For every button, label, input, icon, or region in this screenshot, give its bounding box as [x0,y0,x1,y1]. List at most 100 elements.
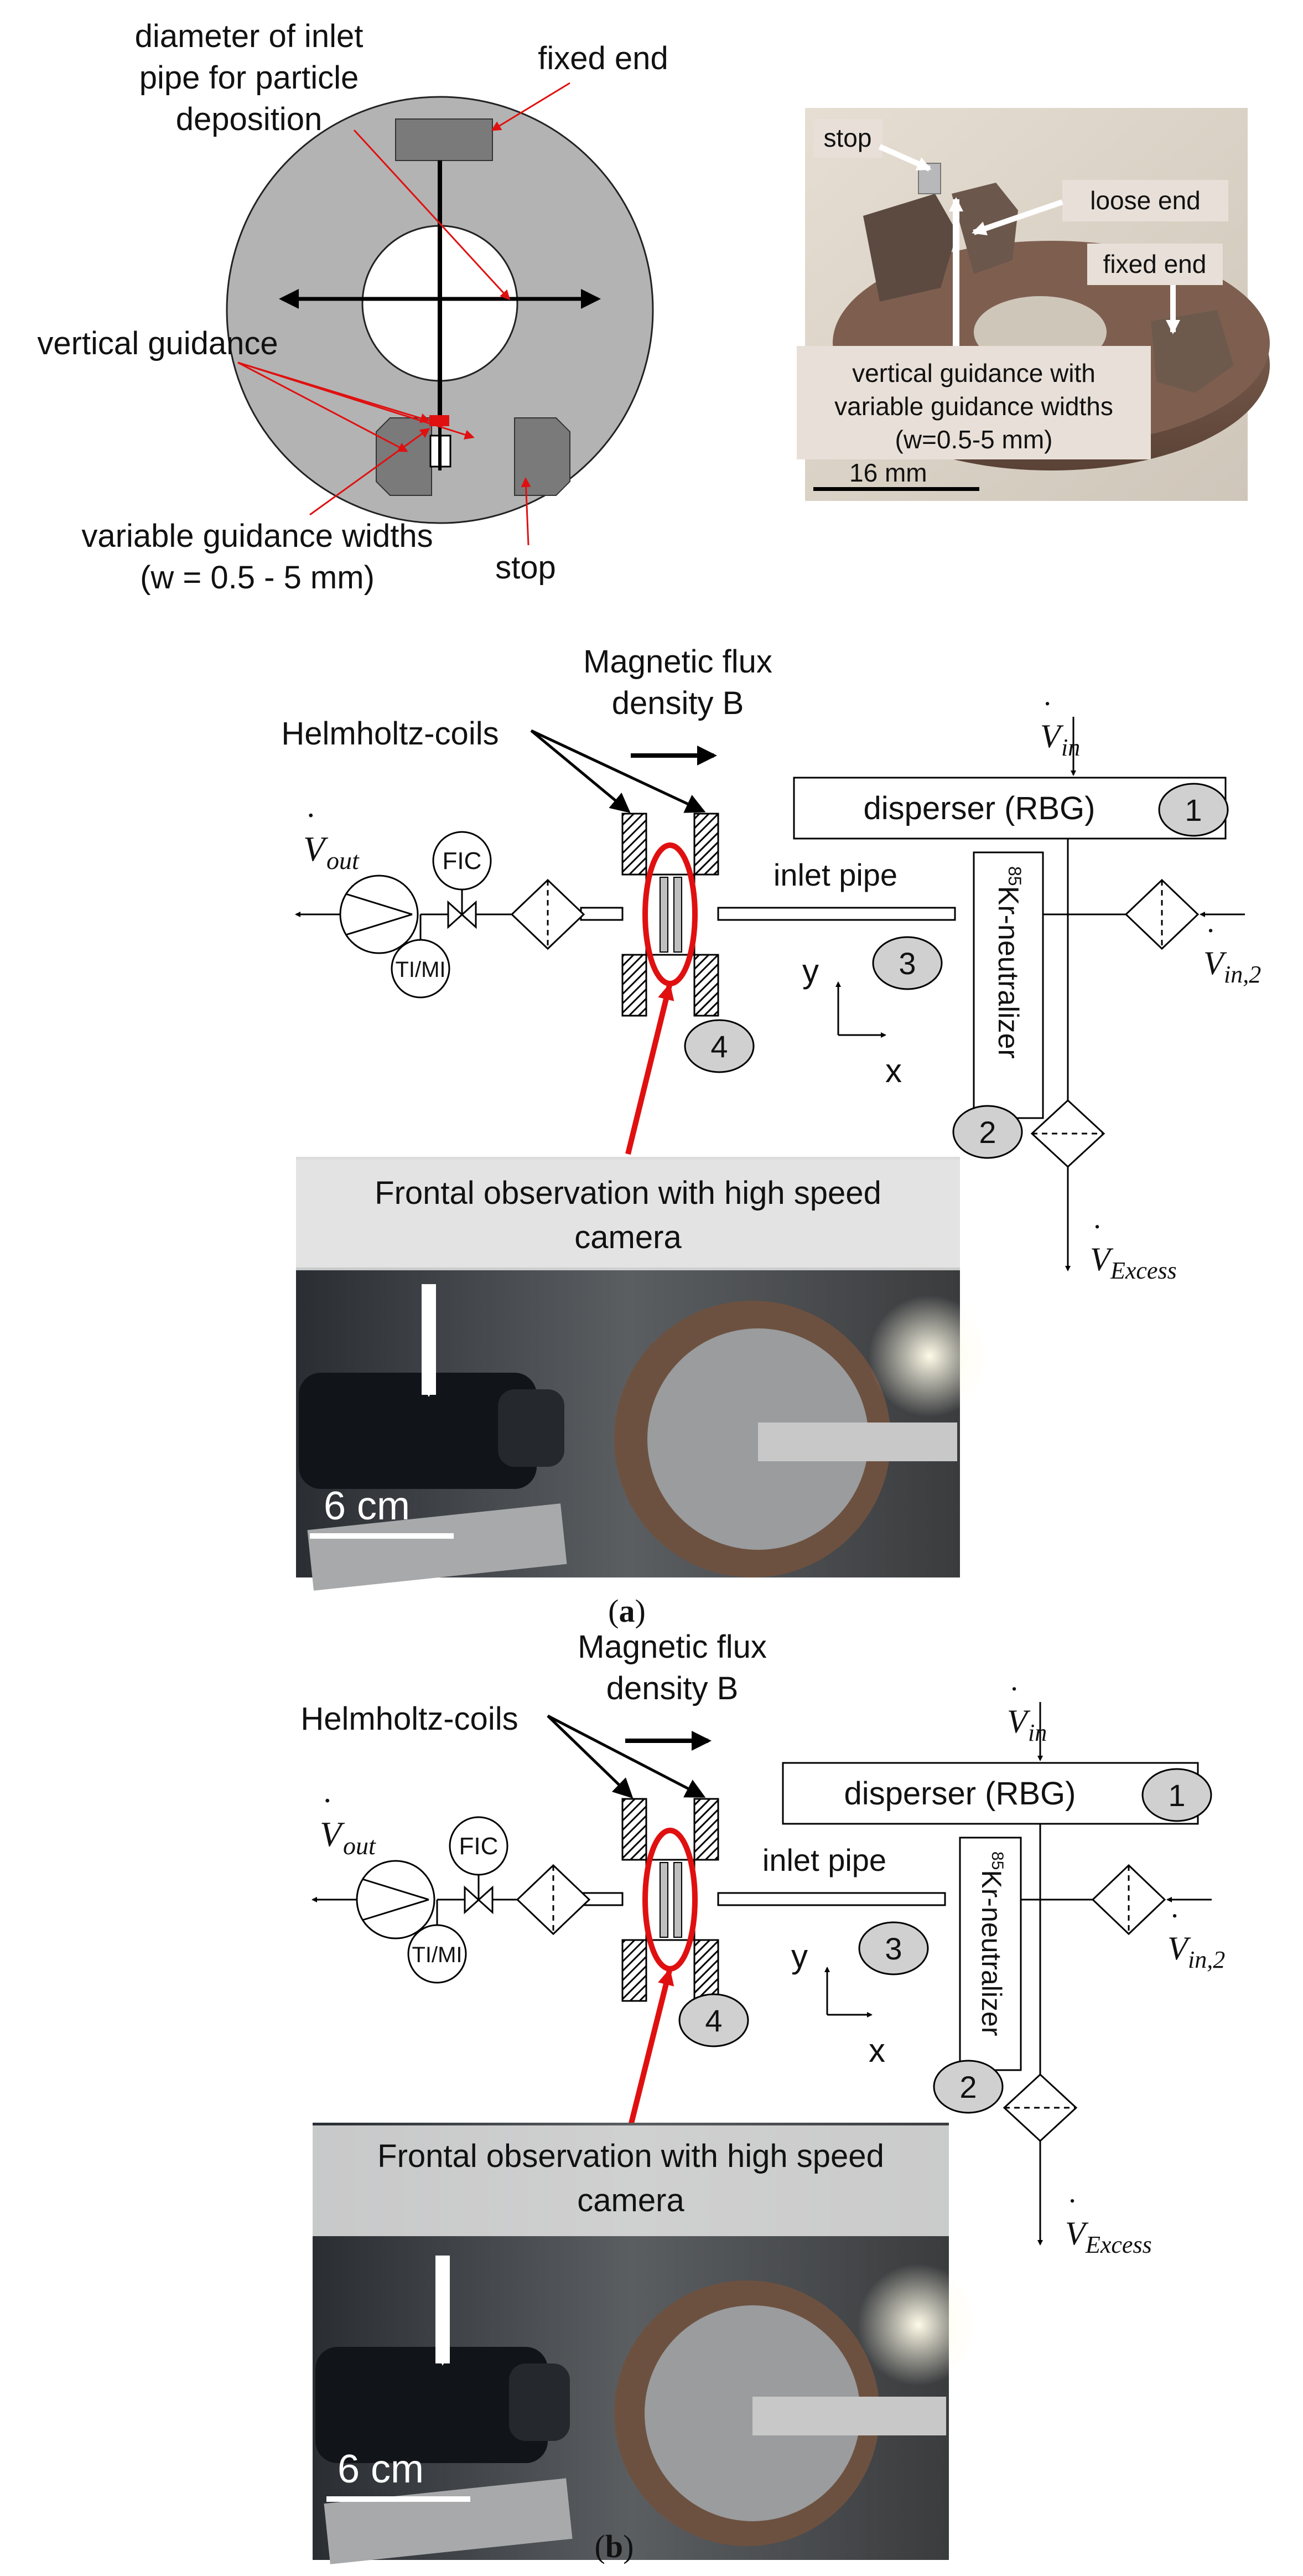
coil-left-bottom [621,954,647,1017]
coil-right-top [693,1798,719,1861]
disperser-label: disperser (RBG) [844,1776,1076,1812]
camera-scalebar [326,2496,470,2502]
coil-left-top [621,813,647,876]
axis-x-label: x [885,1052,902,1089]
photo-label-fixed-box [1087,244,1223,285]
v-in2: V [1167,1930,1191,1967]
panel-a: inlet pipe FIC TI/MI V ˙ out disperser (… [281,644,1261,1629]
v-excess-dot: ˙ [1092,1218,1103,1254]
helmholtz-label: Helmholtz-coils [281,716,499,752]
helmholtz-leader-2 [530,729,706,813]
panel-b: inlet pipe FIC TI/MI V ˙ out disperser (… [300,1629,1225,2564]
timi-label: TI/MI [412,1943,462,1967]
leader-guidance-2 [237,361,475,440]
figure-label-b: (b) [595,2528,634,2564]
chamber-insert-2 [673,1862,682,1938]
label-vertical-guidance: vertical guidance [37,325,278,361]
guidance-block-left [376,417,432,496]
v-in: V [1007,1703,1031,1740]
camera-scalebar [310,1533,454,1539]
v-in-sub: in [1028,1719,1047,1746]
red-pointer [628,1968,674,2127]
camera-caption-bg [296,1160,960,1270]
fic-label: FIC [443,847,482,875]
kr-label: 85Kr-neutralizer [992,866,1025,1059]
photo-label-guidance-3: (w=0.5-5 mm) [895,425,1053,454]
outlet-pipe [580,907,624,921]
v-out: V [320,1814,345,1854]
kr-label: 85Kr-neutralizer [976,1851,1007,2036]
leader-stop [521,477,531,546]
inlet-pipe [717,1892,946,1906]
photo-label-guidance-2: variable guidance widths [834,392,1113,421]
num-3-circle [858,1921,929,1975]
num-1: 1 [1185,793,1202,827]
fixed-end-block [395,118,493,161]
num-4-circle [678,1993,749,2047]
photo-label-stop: stop [824,123,872,152]
num-3: 3 [899,946,916,981]
photo-label-loose-box [1062,180,1228,221]
camera-photo: Frontal observation with high speed came… [296,1157,990,1591]
chamber-insert-1 [660,1862,668,1938]
helmholtz-leader-1 [547,1715,634,1799]
v-out-sub: out [343,1832,376,1860]
guidance-gap-marker [429,415,449,426]
helmholtz-leader-1 [530,730,631,813]
axis-x-label: x [869,2032,885,2069]
photo-label-guidance-1: vertical guidance with [852,359,1096,387]
v-out: V [303,829,329,868]
leader-guidance-3 [237,361,408,452]
num-2: 2 [959,2070,977,2104]
v-excess-sub: Excess [1110,1257,1177,1284]
label-fixed-end: fixed end [538,40,668,76]
valve [464,1885,494,1915]
camera-scale-label: 6 cm [338,2447,424,2491]
num-2: 2 [979,1115,996,1150]
v-in2: V [1203,945,1227,981]
photo-scale-label: 16 mm [849,458,927,487]
magnetic-label-2: density B [612,685,744,721]
photo-label-guidance-box [797,346,1151,459]
v-in2-sub: in,2 [1224,961,1261,988]
v-out-dot: ˙ [321,1791,333,1830]
chamber [645,873,695,956]
camera-scale-label: 6 cm [324,1484,410,1528]
v-in2-dot: ˙ [1169,1907,1180,1943]
chamber [645,1859,695,1941]
label-inlet-diameter-2: pipe for particle [139,60,359,96]
num-2-circle [952,1105,1023,1159]
coil-right-top [693,813,719,876]
coil-left-top [621,1798,647,1861]
v-excess: V [1090,1241,1114,1277]
v-excess: V [1065,2215,1089,2252]
fic-circle [432,831,492,891]
num-3: 3 [885,1931,902,1966]
camera-caption-1: Frontal observation with high speed [375,1175,881,1211]
photo-scalebar [813,487,979,491]
axis-y-label: y [791,1938,808,1975]
camera-caption-2: camera [574,1219,682,1255]
label-variable-widths-1: variable guidance widths [81,518,433,554]
v-in-dot: ˙ [1042,695,1053,731]
v-in2-sub: in,2 [1188,1946,1225,1973]
pump [356,1860,435,1939]
photo-block-left [863,194,957,302]
chamber-insert-1 [660,877,668,953]
label-inlet-pipe: inlet pipe [774,857,897,892]
label-inlet-pipe: inlet pipe [762,1843,886,1877]
magnetic-label-1: Magnetic flux [578,1629,767,1665]
disperser-box [793,777,1227,840]
camera-caption-1: Frontal observation with high speed [377,2138,884,2174]
v-excess-sub: Excess [1085,2231,1152,2258]
top-photo: stop loose end fixed end vertical guidan… [797,108,1270,501]
label-inlet-diameter-3: deposition [176,101,322,137]
camera-caption-bg [313,2125,949,2236]
leader-fixed-end [491,82,570,131]
photo-label-loose-end: loose end [1090,186,1201,215]
magnetic-label-2: density B [606,1670,739,1706]
coil-left-bottom [621,1939,647,2002]
num-3-circle [872,936,943,990]
v-out-dot: ˙ [305,805,316,845]
leader-diameter-1 [353,129,511,301]
